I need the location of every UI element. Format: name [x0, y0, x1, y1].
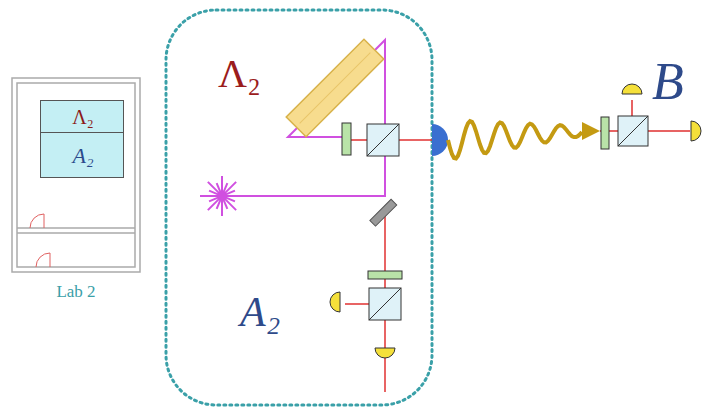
building-wall — [17, 228, 135, 233]
laser-ray — [221, 176, 223, 193]
laser-ray — [224, 182, 236, 194]
laser-ray — [208, 182, 220, 194]
laser-ray — [225, 195, 242, 197]
laser-ray — [202, 195, 219, 197]
party-label: Λ₂ — [72, 106, 93, 129]
lab-band: Λ₂ — [40, 100, 124, 133]
detector — [375, 348, 395, 358]
fiber-coupler — [432, 124, 448, 156]
laser-ray — [208, 198, 220, 210]
laser-ray — [224, 198, 236, 210]
building-wall — [12, 78, 140, 272]
beam-splitter — [369, 288, 401, 320]
pump-beam — [200, 40, 385, 196]
detector — [330, 292, 340, 312]
lab-building: Lab 2Λ₂A₂ — [12, 78, 140, 272]
detector — [691, 121, 701, 141]
receiver-label: B — [652, 52, 684, 111]
photon-wave — [448, 121, 582, 158]
beam-splitter — [369, 288, 401, 320]
door — [36, 253, 50, 267]
component-label: A₂ — [240, 288, 280, 336]
mirror — [370, 199, 397, 226]
lab-band: A₂ — [40, 133, 124, 178]
laser-source — [202, 176, 242, 216]
crystal-axis — [300, 53, 371, 124]
waveplate — [342, 123, 351, 155]
building-wall — [17, 83, 135, 267]
laser-core — [217, 191, 227, 201]
beam-splitter — [618, 116, 648, 146]
door — [30, 214, 44, 228]
arrowhead — [582, 122, 600, 140]
beam-splitter — [367, 124, 399, 156]
beam-splitter — [618, 116, 648, 146]
detector — [622, 84, 642, 94]
component-label: Λ₂ — [218, 50, 261, 97]
laser-ray — [221, 199, 223, 216]
source-enclosure — [166, 10, 432, 405]
waveplate — [368, 271, 402, 279]
party-label: A₂ — [72, 143, 93, 169]
lab-label: Lab 2 — [56, 282, 95, 302]
beam-splitter — [367, 124, 399, 156]
nonlinear-crystal — [286, 39, 384, 137]
waveplate — [601, 117, 609, 149]
